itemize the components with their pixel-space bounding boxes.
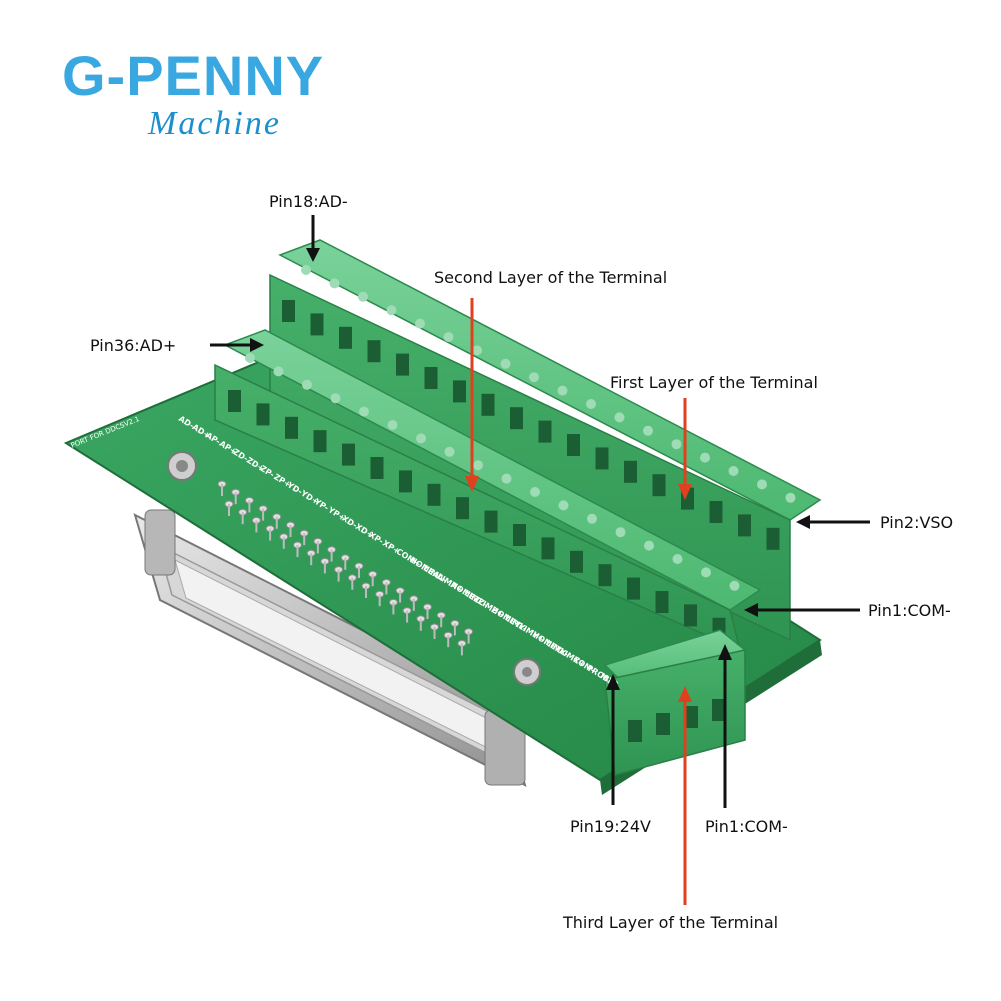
terminal-slot: [627, 577, 640, 600]
terminal-slot: [424, 367, 438, 389]
label-pin36: Pin36:AD+: [90, 336, 177, 355]
terminal-screw: [472, 345, 482, 356]
solder-pins: [217, 480, 474, 656]
terminal-screw: [301, 265, 311, 275]
terminal-slot: [738, 514, 751, 537]
terminal-slot: [342, 443, 355, 466]
terminal-slot: [595, 447, 609, 470]
terminal-screw: [245, 353, 255, 363]
terminal-screw: [415, 318, 425, 329]
brand-subtitle: Machine: [148, 105, 281, 142]
terminal-slot: [570, 550, 583, 573]
terminal-slot: [256, 403, 270, 426]
terminal-screw: [700, 452, 710, 463]
label-third-layer: Third Layer of the Terminal: [563, 913, 779, 932]
terminal-screw: [416, 433, 426, 444]
terminal-screw: [615, 527, 626, 538]
terminal-slot: [598, 564, 612, 587]
terminal-slot: [367, 340, 381, 363]
terminal-screw: [443, 332, 454, 342]
terminal-slot: [684, 604, 697, 627]
terminal-slot: [766, 527, 780, 550]
terminal-slot: [282, 300, 295, 322]
terminal-slot: [541, 537, 555, 560]
label-pin2: Pin2:VSO: [880, 513, 954, 532]
terminal-slot: [652, 474, 666, 497]
terminal-slot: [285, 416, 298, 439]
terminal-screw: [273, 366, 284, 377]
label-pin1-bottom: Pin1:COM-: [705, 817, 788, 836]
terminal-screw: [614, 412, 625, 423]
terminal-screw: [359, 406, 369, 417]
terminal-screw: [785, 492, 796, 503]
terminal-slot: [228, 390, 241, 412]
terminal-screw: [530, 487, 540, 497]
terminal-screw: [586, 399, 596, 409]
terminal-screw: [587, 513, 597, 524]
terminal-screw: [558, 500, 569, 511]
terminal-slot: [513, 524, 526, 546]
label-pin19: Pin19:24V: [570, 817, 651, 836]
terminal-slot: [567, 434, 580, 456]
label-pin1-right: Pin1:COM-: [868, 601, 951, 620]
label-first-layer: First Layer of the Terminal: [610, 373, 818, 392]
annotation-arrows: [210, 215, 870, 905]
terminal-slot: [310, 313, 324, 336]
label-second-layer: Second Layer of the Terminal: [434, 268, 668, 287]
terminal-layer-third: [603, 629, 747, 776]
terminal-screw: [557, 385, 568, 396]
terminal-screw: [757, 479, 767, 490]
terminal-slot: [427, 483, 441, 506]
terminal-slot: [709, 501, 723, 523]
brand-logo: G-PENNY Machine: [62, 48, 372, 148]
terminal-screw: [701, 567, 711, 578]
terminal-screw: [329, 278, 340, 289]
terminal-screw: [358, 291, 368, 302]
terminal-slot: [456, 497, 469, 520]
terminal-slot: [655, 591, 669, 613]
terminal-screw: [387, 420, 398, 430]
terminal-slot: [481, 393, 495, 416]
label-pin18: Pin18:AD-: [269, 192, 348, 211]
terminal-slot: [370, 457, 384, 479]
terminal-screw: [672, 554, 683, 564]
terminal-screw: [386, 305, 397, 316]
terminal-slot: [538, 420, 552, 443]
terminal-slot: [396, 353, 409, 376]
terminal-slot: [313, 430, 327, 453]
terminal-screw: [330, 393, 341, 404]
terminal-slot: [399, 470, 412, 493]
terminal-screw: [444, 446, 455, 457]
terminal-screw: [501, 473, 512, 484]
terminal-slot: [510, 407, 523, 430]
terminal-screw: [302, 379, 312, 390]
terminal-screw: [643, 425, 653, 436]
brand-title: G-PENNY: [62, 44, 325, 107]
terminal-slot: [624, 460, 637, 483]
terminal-screw: [729, 580, 740, 591]
terminal-slot: [484, 510, 498, 533]
terminal-slot: [339, 326, 352, 349]
terminal-screw: [473, 460, 483, 471]
terminal-screw: [529, 372, 539, 383]
terminal-screw: [728, 466, 739, 476]
terminal-slot: [453, 380, 466, 403]
db37-connector: [133, 509, 527, 787]
terminal-screw: [644, 540, 654, 551]
terminal-screw: [500, 358, 511, 369]
terminal-screw: [671, 439, 682, 450]
